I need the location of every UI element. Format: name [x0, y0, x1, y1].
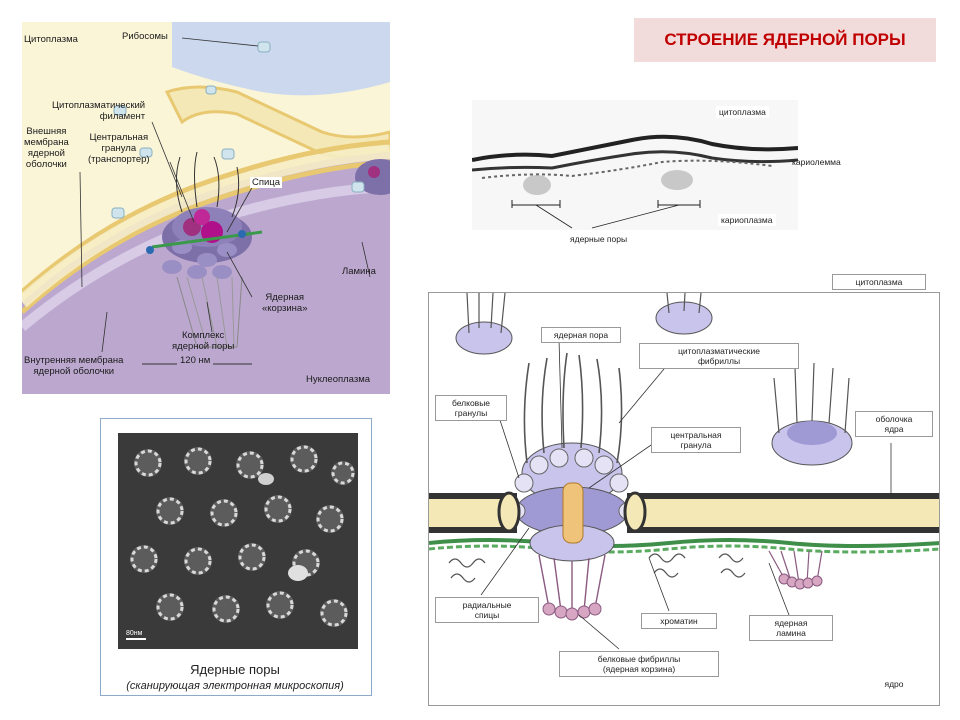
tem-label-nuclear-pores: ядерные поры: [570, 234, 628, 244]
tl-label-inner-membrane: Внутренняя мембрана ядерной оболочки: [24, 355, 124, 377]
main-diagram: ядерная пора цитоплазматические фибриллы…: [428, 292, 940, 706]
tl-label-central-granule: Центральная гранула (транспортер): [88, 132, 150, 165]
sem-image: 80нм: [118, 433, 358, 649]
main-label-cytoplasm: цитоплазма: [832, 274, 926, 290]
sem-scale: 80нм: [126, 630, 143, 637]
tl-label-lamina: Ламина: [342, 266, 376, 277]
main-label-nucleus: ядро: [865, 677, 923, 691]
top-left-diagram-art: [22, 22, 390, 394]
tem-micrograph: цитоплазма кариоплазма: [472, 100, 798, 230]
title-box: СТРОЕНИЕ ЯДЕРНОЙ ПОРЫ: [634, 18, 936, 62]
tl-label-spoke: Спица: [250, 177, 283, 188]
main-label-central-granule: центральная гранула: [651, 427, 741, 453]
tl-label-ribosomes: Рибосомы: [122, 31, 168, 42]
tl-label-cytoplasm: Цитоплазма: [24, 34, 78, 45]
tl-label-nucleoplasm: Нуклеоплазма: [306, 374, 371, 385]
tl-label-nuclear-basket: Ядерная «корзина»: [262, 292, 308, 314]
main-label-radial-spokes: радиальные спицы: [435, 597, 539, 623]
sem-panel: 80нм: [100, 418, 372, 696]
sem-caption: Ядерные поры: [190, 662, 280, 677]
main-label-cyto-fibrils: цитоплазматические фибриллы: [639, 343, 799, 369]
main-label-nuclear-lamina: ядерная ламина: [749, 615, 833, 641]
tl-label-size: 120 нм: [177, 355, 214, 366]
tl-label-pore-complex: Комплекс ядерной поры: [172, 330, 235, 352]
tem-label-cytoplasm: цитоплазма: [716, 106, 769, 118]
tl-label-outer-membrane: Внешняя мембрана ядерной оболочки: [24, 126, 69, 170]
tem-label-karyoplasm: кариоплазма: [718, 214, 776, 226]
page-title: СТРОЕНИЕ ЯДЕРНОЙ ПОРЫ: [664, 30, 906, 49]
main-label-protein-granules: белковые гранулы: [435, 395, 507, 421]
top-left-diagram: Цитоплазма Рибосомы Цитоплазматический ф…: [22, 22, 390, 394]
main-label-chromatin: хроматин: [641, 613, 717, 629]
tem-micrograph-art: [472, 100, 798, 230]
tem-label-karyolemma: кариолемма: [792, 157, 841, 167]
tl-label-cyto-filament: Цитоплазматический филамент: [52, 100, 146, 122]
main-label-protein-fibrils: белковые фибриллы (ядерная корзина): [559, 651, 719, 677]
sem-subcaption: (сканирующая электронная микроскопия): [126, 680, 344, 692]
main-label-envelope: оболочка ядра: [855, 411, 933, 437]
main-label-nuclear-pore: ядерная пора: [541, 327, 621, 343]
